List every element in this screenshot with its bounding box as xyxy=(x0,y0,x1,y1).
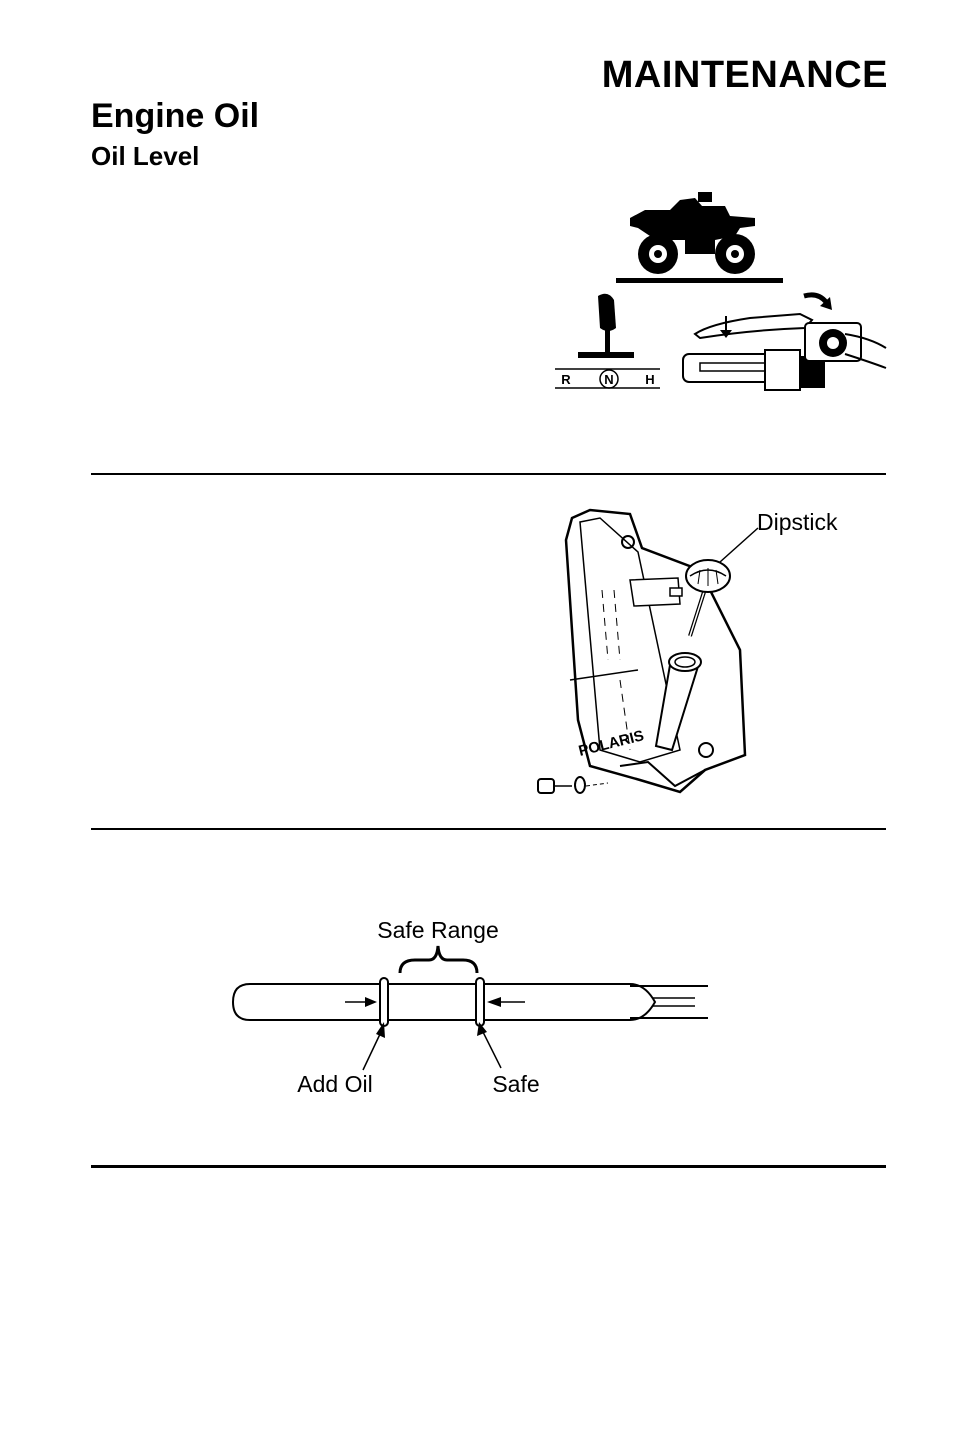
gear-label-n: N xyxy=(604,372,613,387)
drain-plug-icon xyxy=(537,776,609,794)
atv-icon xyxy=(630,192,755,274)
add-oil-label: Add Oil xyxy=(297,1071,372,1097)
safe-range-label: Safe Range xyxy=(377,917,498,943)
level-ground-line xyxy=(616,278,783,283)
dipstick-label: Dipstick xyxy=(757,509,838,535)
section-divider xyxy=(91,828,886,830)
safe-mark xyxy=(475,977,485,1027)
section-header: MAINTENANCE xyxy=(601,54,888,96)
section-divider xyxy=(91,1165,886,1168)
filler-neck xyxy=(654,652,702,752)
gear-label-r: R xyxy=(561,372,571,387)
safe-label: Safe xyxy=(492,1071,539,1097)
oil-tank-icon: POLARIS xyxy=(564,508,747,794)
dipstick-icon xyxy=(669,559,731,637)
atv-parking-illustration: R N H xyxy=(555,192,887,391)
section-divider xyxy=(91,473,886,475)
brake-lever-icon xyxy=(682,292,887,391)
gear-label-h: H xyxy=(645,372,654,387)
gear-shift-icon: R N H xyxy=(555,293,660,389)
add-oil-mark xyxy=(379,977,389,1027)
page-title: Engine Oil xyxy=(91,97,260,135)
page-subtitle: Oil Level xyxy=(91,141,200,171)
safe-range-brace xyxy=(398,945,479,974)
dipstick-blade xyxy=(231,977,708,1027)
dipstick-level-diagram: Safe Range Add Oil Safe xyxy=(231,917,708,1097)
oil-tank-illustration: POLARIS Dipstick xyxy=(537,508,838,794)
